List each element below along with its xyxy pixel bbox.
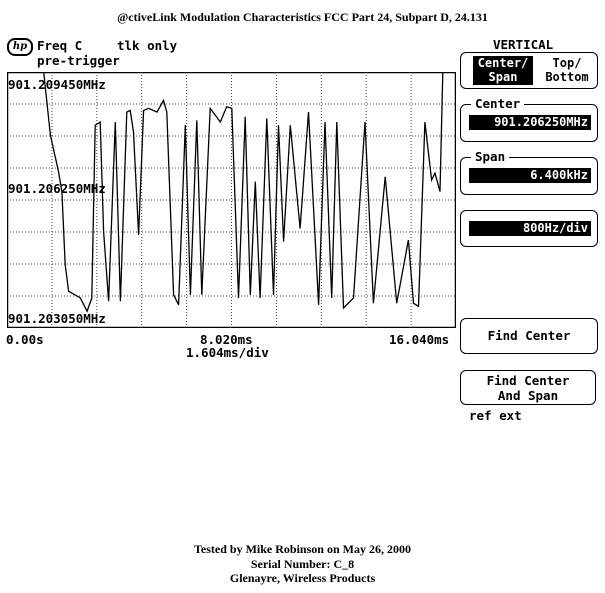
vertical-heading: VERTICAL	[493, 37, 554, 52]
footer-tester: Tested by Mike Robinson on May 26, 2000	[194, 542, 411, 556]
span-value[interactable]: 6.400kHz	[469, 168, 591, 183]
chart-plot-area	[7, 72, 456, 328]
trace-line-freq-c	[43, 72, 456, 313]
toggle-top-line1: Top/	[552, 56, 582, 70]
y-tick-label-top: 901.209450MHz	[8, 77, 106, 92]
center-label: Center	[471, 96, 525, 111]
status-label: tlk only	[117, 38, 178, 53]
x-tick-label-mid: 8.020ms	[200, 332, 253, 347]
footer-serial: Serial Number: C_8	[250, 557, 355, 571]
hp-logo: hp	[7, 38, 33, 56]
mode-label: Freq C	[37, 38, 83, 53]
toggle-center-span[interactable]: Center/ Span	[473, 56, 533, 85]
x-tick-label-start: 0.00s	[6, 332, 44, 347]
toggle-top-bottom[interactable]: Top/ Bottom	[537, 56, 597, 84]
toggle-top-line2: Bottom	[545, 70, 589, 84]
ref-ext-label: ref ext	[469, 408, 522, 423]
scale-value[interactable]: 800Hz/div	[469, 221, 591, 236]
find-center-span-line2: And Span	[497, 388, 559, 403]
page-title: @ctiveLink Modulation Characteristics FC…	[117, 10, 488, 24]
x-axis-label: 1.604ms/div	[186, 345, 269, 360]
center-control[interactable]: Center 901.206250MHz	[460, 96, 598, 142]
find-center-button[interactable]: Find Center	[460, 318, 598, 354]
center-value[interactable]: 901.206250MHz	[469, 115, 591, 130]
find-center-span-line1: Find Center	[486, 373, 570, 388]
find-center-and-span-button[interactable]: Find Center And Span	[460, 370, 596, 405]
y-tick-label-center: 901.206250MHz	[8, 181, 106, 196]
scale-control[interactable]: 800Hz/div	[460, 210, 598, 247]
footer-company: Glenayre, Wireless Products	[229, 571, 376, 585]
toggle-center-line2: Span	[488, 70, 518, 84]
toggle-center-line1: Center/	[477, 56, 529, 70]
x-tick-label-end: 16.040ms	[389, 332, 450, 347]
span-label: Span	[471, 149, 510, 164]
plot-border	[7, 72, 456, 328]
trigger-label: pre-trigger	[37, 53, 120, 68]
center-span-top-bottom-toggle[interactable]: Center/ Span Top/ Bottom	[460, 52, 598, 89]
span-control[interactable]: Span 6.400kHz	[460, 149, 598, 195]
y-tick-label-bottom: 901.203050MHz	[8, 311, 106, 326]
